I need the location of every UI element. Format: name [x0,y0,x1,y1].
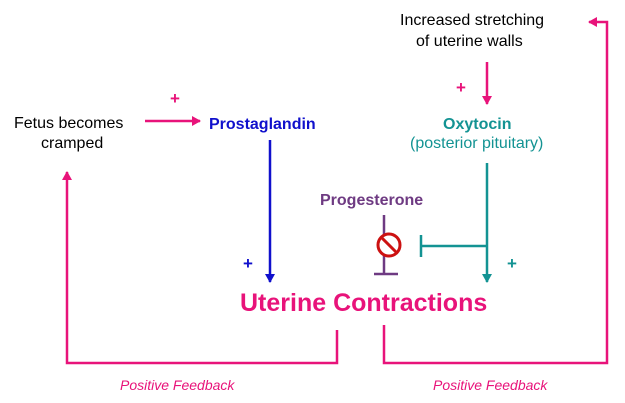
sign-prostaglandin-to-contractions: + [243,254,253,273]
feedback-label-left: Positive Feedback [120,377,235,393]
stretch-label-line2: of uterine walls [416,33,523,50]
fetus-label-line2: cramped [41,135,104,152]
feedback-loop-left [62,171,339,365]
oxytocin-source-label: (posterior pituitary) [410,135,544,152]
no-entry-icon [376,232,402,258]
sign-stretch-to-oxytocin: + [456,78,466,97]
progesterone-label: Progesterone [320,192,424,209]
sign-fetus-to-prostaglandin: + [170,89,180,108]
feedback-label-right: Positive Feedback [433,377,548,393]
oxytocin-label: Oxytocin [443,116,512,133]
fetus-label-line1: Fetus becomes [14,115,124,132]
prostaglandin-label: Prostaglandin [209,116,316,133]
uterine-contractions-label: Uterine Contractions [240,289,488,317]
oxytocin-inhibition-connector [419,235,487,257]
sign-oxytocin-to-contractions: + [507,254,517,273]
feedback-loop-right [382,17,609,365]
stretch-label-line1: Increased stretching [400,12,545,29]
